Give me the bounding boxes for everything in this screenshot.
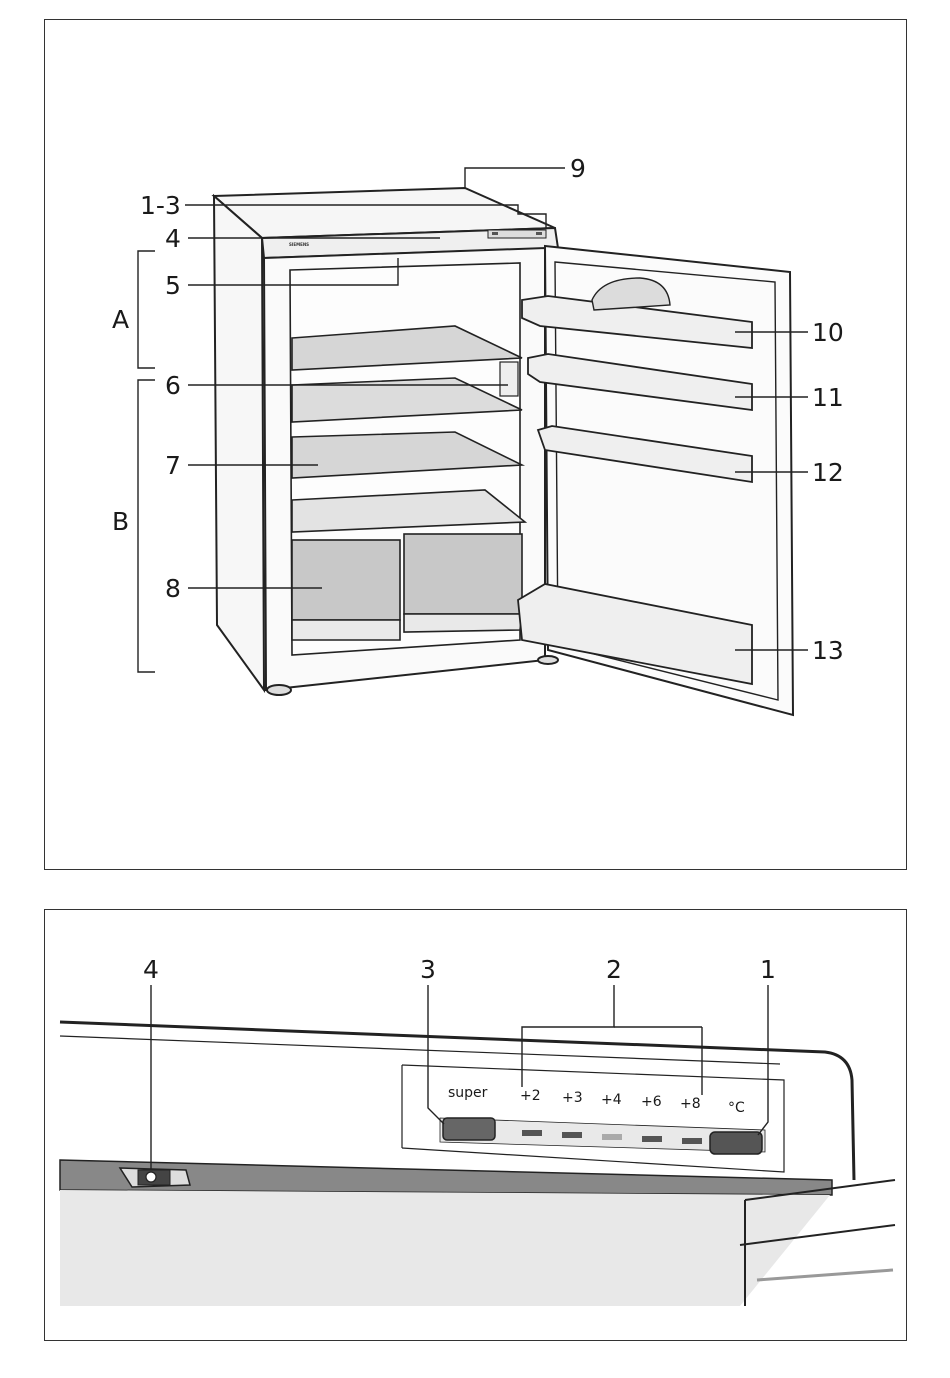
indicator-plus-8 (682, 1138, 702, 1144)
temp-label-2: +4 (601, 1092, 622, 1108)
light-switch-knob-icon (146, 1172, 156, 1182)
temperature-button[interactable] (710, 1132, 762, 1154)
super-label: super (448, 1085, 488, 1101)
indicator-plus-2 (522, 1130, 542, 1136)
callout-1b: 1 (760, 955, 776, 984)
indicator-plus-3 (562, 1132, 582, 1138)
callout-3b: 3 (420, 955, 436, 984)
indicator-plus-6 (642, 1136, 662, 1142)
temp-label-1: +3 (562, 1090, 583, 1106)
super-button[interactable] (443, 1118, 495, 1140)
temp-label-3: +6 (641, 1094, 662, 1110)
callout-4b: 4 (143, 955, 159, 984)
temp-label-0: +2 (520, 1088, 541, 1104)
leader-1b (758, 985, 768, 1135)
temp-label-4: +8 (680, 1096, 701, 1112)
leader-3b (428, 985, 444, 1124)
fridge-top-edge (60, 1022, 854, 1306)
unit-label: °C (728, 1100, 745, 1116)
indicator-plus-4 (602, 1134, 622, 1140)
light-switch[interactable] (120, 1168, 190, 1187)
callout-2b: 2 (606, 955, 622, 984)
